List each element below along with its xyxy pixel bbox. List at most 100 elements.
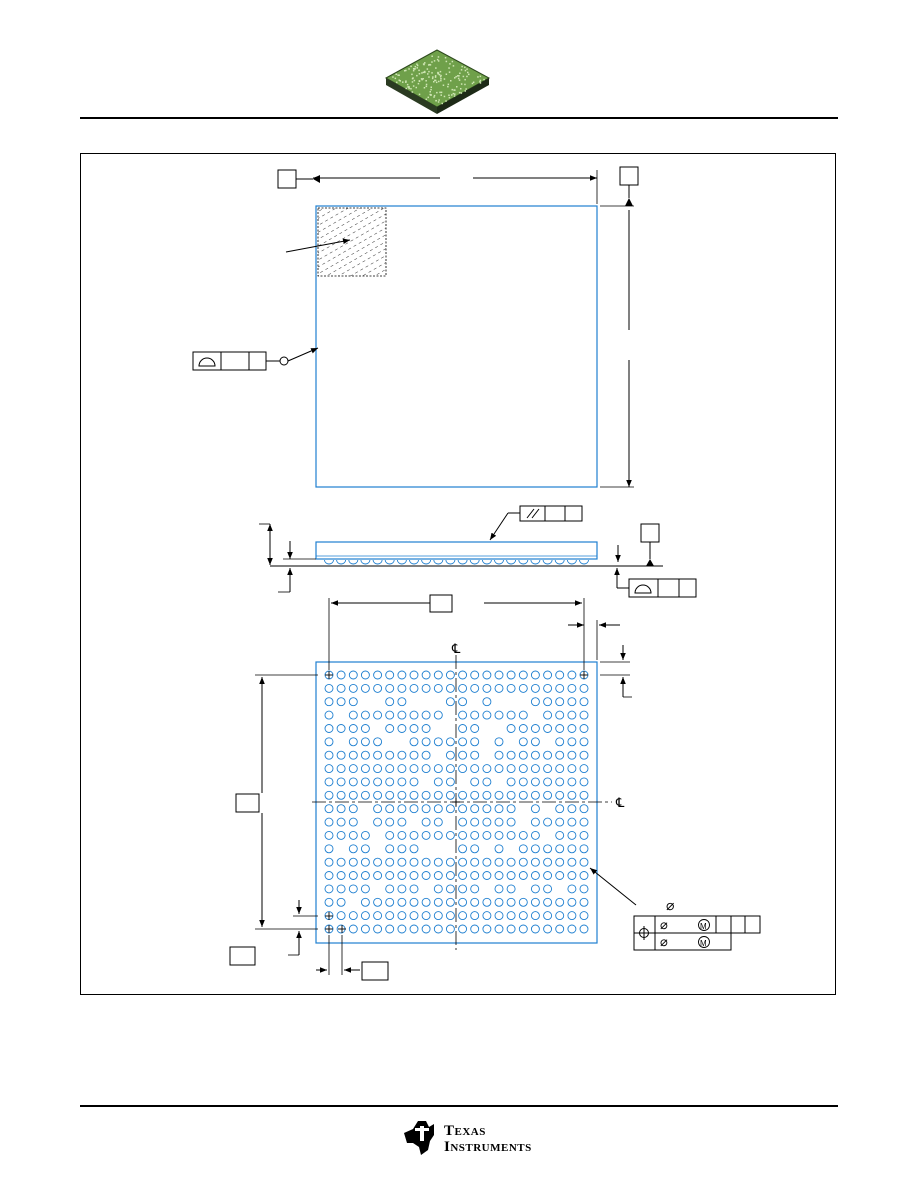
solder-ball bbox=[409, 884, 419, 894]
solder-ball bbox=[336, 777, 346, 787]
solder-ball bbox=[518, 857, 528, 867]
datum-triangle-right bbox=[625, 198, 633, 206]
solder-ball bbox=[324, 844, 334, 854]
solder-ball bbox=[433, 897, 443, 907]
solder-ball bbox=[458, 697, 468, 707]
solder-ball bbox=[409, 804, 419, 814]
solder-ball bbox=[518, 790, 528, 800]
ti-logo-line2: Instruments bbox=[444, 1139, 532, 1155]
package-texture-dot bbox=[431, 61, 433, 63]
ball-leader bbox=[589, 867, 637, 906]
solder-ball bbox=[385, 911, 395, 921]
package-texture-dot bbox=[479, 75, 482, 78]
package-texture-dot bbox=[439, 70, 442, 73]
solder-ball bbox=[348, 911, 358, 921]
solder-ball bbox=[445, 697, 455, 707]
package-texture-dot bbox=[437, 56, 440, 58]
solder-ball bbox=[336, 670, 346, 680]
solder-ball bbox=[348, 884, 358, 894]
solder-ball bbox=[530, 817, 540, 827]
solder-ball bbox=[373, 764, 383, 774]
solder-ball bbox=[385, 777, 395, 787]
package-texture-dot bbox=[454, 89, 456, 91]
side-solder-ball bbox=[445, 559, 456, 565]
solder-ball bbox=[543, 790, 553, 800]
package-texture-dot bbox=[431, 72, 433, 74]
solder-ball bbox=[421, 683, 431, 693]
solder-ball bbox=[373, 737, 383, 747]
solder-ball bbox=[433, 857, 443, 867]
solder-ball bbox=[470, 830, 480, 840]
solder-ball bbox=[348, 777, 358, 787]
package-texture-dot bbox=[422, 78, 424, 80]
solder-ball bbox=[482, 764, 492, 774]
solder-ball bbox=[579, 830, 589, 840]
package-texture-dot bbox=[411, 77, 414, 80]
solder-ball bbox=[348, 830, 358, 840]
solder-ball bbox=[373, 670, 383, 680]
solder-ball bbox=[579, 790, 589, 800]
solder-ball bbox=[373, 804, 383, 814]
drawing-frame bbox=[80, 153, 836, 995]
solder-ball bbox=[458, 737, 468, 747]
package-texture-dot bbox=[408, 68, 410, 70]
package-texture-dot bbox=[418, 93, 421, 96]
solder-ball bbox=[348, 764, 358, 774]
package-texture-dot bbox=[422, 71, 425, 74]
solder-ball bbox=[324, 830, 334, 840]
side-solder-ball bbox=[566, 559, 577, 565]
package-texture-dot bbox=[424, 70, 426, 73]
solder-ball bbox=[324, 777, 334, 787]
solder-ball bbox=[409, 710, 419, 720]
solder-ball bbox=[385, 871, 395, 880]
solder-ball bbox=[336, 871, 346, 880]
side-solder-ball bbox=[396, 559, 407, 565]
solder-ball bbox=[324, 697, 334, 707]
solder-ball bbox=[567, 884, 577, 894]
package-texture-dot bbox=[394, 77, 397, 80]
solder-ball bbox=[543, 817, 553, 827]
solder-ball bbox=[445, 737, 455, 747]
solder-ball bbox=[433, 710, 443, 720]
solder-ball bbox=[348, 710, 358, 720]
solder-ball bbox=[470, 777, 480, 787]
package-texture-dot bbox=[443, 78, 446, 80]
solder-ball bbox=[470, 764, 480, 774]
datum-box-left bbox=[277, 169, 297, 189]
solder-ball bbox=[567, 830, 577, 840]
solder-ball bbox=[579, 764, 589, 774]
package-texture-dot bbox=[453, 89, 455, 91]
solder-ball bbox=[555, 737, 565, 747]
package-texture-dot bbox=[464, 66, 466, 69]
solder-ball bbox=[433, 790, 443, 800]
solder-ball bbox=[421, 911, 431, 921]
solder-ball bbox=[555, 897, 565, 907]
solder-ball bbox=[567, 724, 577, 733]
side-solder-ball bbox=[348, 559, 359, 565]
solder-ball bbox=[409, 750, 419, 760]
solder-ball bbox=[397, 857, 407, 867]
solder-ball bbox=[518, 670, 528, 680]
solder-ball bbox=[494, 830, 504, 840]
solder-ball bbox=[433, 924, 443, 934]
solder-ball bbox=[360, 750, 370, 760]
solder-ball bbox=[433, 737, 443, 747]
solder-ball bbox=[567, 670, 577, 680]
solder-ball bbox=[336, 790, 346, 800]
solder-ball bbox=[518, 830, 528, 840]
solder-ball bbox=[385, 884, 395, 894]
solder-ball bbox=[397, 790, 407, 800]
package-texture-dot bbox=[412, 69, 415, 72]
solder-ball bbox=[385, 924, 395, 934]
top-view bbox=[192, 166, 639, 488]
package-texture-dot bbox=[448, 94, 450, 96]
package-texture-dot bbox=[479, 79, 482, 82]
centerline-symbol-right: ℄ bbox=[615, 795, 625, 810]
solder-ball bbox=[567, 750, 577, 760]
solder-ball bbox=[348, 844, 358, 854]
solder-ball bbox=[385, 790, 395, 800]
package-texture-dot bbox=[392, 76, 394, 78]
package-texture-dot bbox=[438, 74, 441, 76]
solder-ball bbox=[445, 670, 455, 680]
package-texture-dot bbox=[434, 79, 436, 82]
